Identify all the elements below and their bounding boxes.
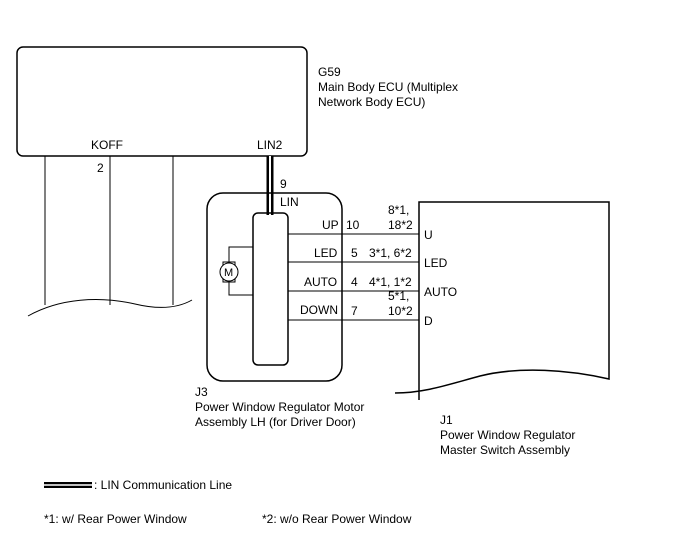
j1-pin-u-number-line2: 18*2 [388,218,413,232]
j1-pin-auto-number: 4*1, 1*2 [369,275,412,289]
j3-inner-module [252,212,289,366]
j3-pin-auto-number: 4 [351,275,358,289]
j3-pin-up-label: UP [322,218,339,232]
j3-pin-down-number: 7 [351,304,358,318]
j1-name-line1: Power Window Regulator [440,428,575,442]
legend-note-1: *1: w/ Rear Power Window [44,512,187,526]
j1-pin-led-label: LED [424,256,448,270]
j3-code: J3 [195,385,208,399]
j1-code: J1 [440,413,453,427]
j1-pin-d-number-line1: 5*1, [388,289,409,303]
j3-lin-pin-label: LIN [280,195,299,209]
j3-lin-pin-number: 9 [280,177,287,191]
j1-name-line2: Master Switch Assembly [440,443,570,457]
ecu-pin-koff-number: 2 [97,161,104,175]
j3-pin-up-number: 10 [346,218,360,232]
legend-note-2: *2: w/o Rear Power Window [262,512,412,526]
signal-wires [288,233,419,321]
j3-pin-led-label: LED [314,246,338,260]
ecu-pin-lin2: LIN2 [257,138,283,152]
j1-pin-d-label: D [424,314,433,328]
j3-pin-led-number: 5 [351,246,358,260]
j1-pin-auto-label: AUTO [424,285,457,299]
ecu-pin-koff: KOFF [91,138,123,152]
ecu-code: G59 [318,65,341,79]
j3-name-line1: Power Window Regulator Motor [195,400,364,414]
j1-pin-u-number-line1: 8*1, [388,203,409,217]
j1-pin-d-number-line2: 10*2 [388,304,413,318]
motor-icon [219,246,253,296]
j1-pin-u-label: U [424,228,433,242]
ecu-name-line2: Network Body ECU) [318,95,425,109]
legend-lin-line-label: : LIN Communication Line [94,478,232,492]
j3-name-line2: Assembly LH (for Driver Door) [195,415,356,429]
j3-pin-down-label: DOWN [300,303,338,317]
j3-box [206,192,343,382]
j3-pin-auto-label: AUTO [304,275,337,289]
j1-box [394,201,610,400]
ecu-box [16,46,308,157]
koff-wire-group [27,156,193,317]
j1-pin-led-number: 3*1, 6*2 [369,246,412,260]
motor-symbol: M [224,267,233,279]
ecu-name-line1: Main Body ECU (Multiplex [318,80,458,94]
